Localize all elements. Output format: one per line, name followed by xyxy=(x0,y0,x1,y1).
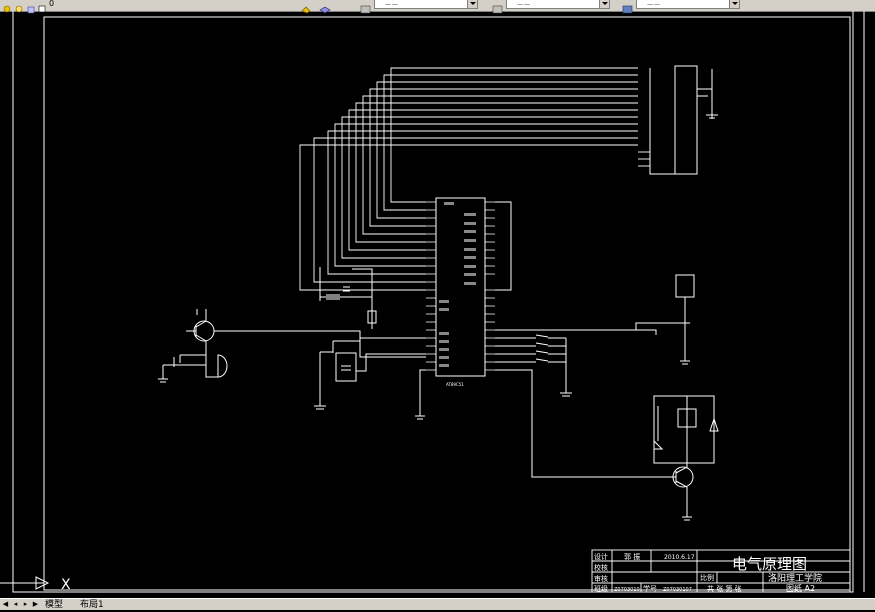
tab-model[interactable]: 模型 xyxy=(45,600,64,612)
sheet-info: 共 张 第 张 xyxy=(707,584,742,593)
color-control-icon[interactable] xyxy=(360,0,372,14)
lineweight-control-combo[interactable]: —— xyxy=(636,0,740,9)
microcontroller-chip[interactable] xyxy=(435,197,486,377)
designer-name: 郭 振 xyxy=(624,552,640,561)
drawing-title: 电气原理图 xyxy=(732,555,807,573)
right-transistor[interactable] xyxy=(640,463,694,521)
color-square-icon[interactable] xyxy=(38,0,46,13)
class-number: Z0703010 xyxy=(614,587,640,593)
next-tab-icon[interactable]: ▸ xyxy=(23,600,28,608)
ucs-icon xyxy=(0,576,50,590)
title-block xyxy=(591,549,851,593)
relay-circuit[interactable] xyxy=(653,395,719,464)
ucs-axis-label: X xyxy=(61,577,71,593)
inner-frame xyxy=(43,16,851,591)
left-transistor[interactable] xyxy=(186,309,426,358)
first-tab-icon[interactable]: ◀ xyxy=(2,600,9,608)
color-control-combo[interactable]: —— xyxy=(374,0,478,9)
design-date: 2010.6.17 xyxy=(664,554,695,561)
ic-ground xyxy=(415,369,426,420)
ic-left-pins xyxy=(426,201,436,371)
lcd-connector[interactable] xyxy=(649,65,718,175)
data-bus-wires xyxy=(299,67,650,291)
switch-circuit[interactable] xyxy=(314,337,426,410)
ic-right-pins xyxy=(485,201,495,371)
linetype-control-combo[interactable]: —— xyxy=(506,0,610,9)
layer-manager-icon[interactable] xyxy=(318,0,332,14)
school-name: 洛阳理工学院 xyxy=(768,572,822,584)
layer-state-icon[interactable] xyxy=(2,0,12,13)
title-block-row-2: 校核 xyxy=(594,563,608,572)
lineweight-control-icon[interactable] xyxy=(622,0,634,14)
key-switches[interactable] xyxy=(495,334,572,397)
title-block-row-4: 班级 xyxy=(594,584,608,593)
toolbar: 0 —— —— —— xyxy=(0,0,875,14)
scale-label: 比例 xyxy=(700,573,714,582)
student-number: Z07030107 xyxy=(663,587,692,593)
layer-name: 0 xyxy=(49,0,55,8)
chevron-down-icon[interactable] xyxy=(467,0,477,8)
chevron-down-icon[interactable] xyxy=(729,0,739,8)
crystal-circuit[interactable] xyxy=(319,267,377,329)
outer-frame xyxy=(12,11,854,593)
linetype-control-icon[interactable] xyxy=(492,0,504,14)
drawing-size: 图纸 A2 xyxy=(786,583,815,593)
last-tab-icon[interactable]: ▶ xyxy=(32,600,39,608)
chevron-down-icon[interactable] xyxy=(599,0,609,8)
tab-layout-1[interactable]: 布局1 xyxy=(80,600,104,610)
prev-tab-icon[interactable]: ◂ xyxy=(13,600,18,608)
chip-label: AT89C51 xyxy=(446,382,464,387)
student-no-label: 学号 xyxy=(643,584,657,593)
vcc-wire xyxy=(495,201,512,291)
buzzer[interactable] xyxy=(158,354,228,383)
layout-tab-bar: ◀ ◂ ▸ ▶ 模型 布局1 xyxy=(0,598,875,612)
title-block-row-3: 审核 xyxy=(594,574,608,583)
title-block-row-1: 设计 xyxy=(594,552,608,561)
sensor-module[interactable] xyxy=(495,274,695,365)
layer-previous-icon[interactable] xyxy=(300,0,314,14)
freeze-icon[interactable] xyxy=(14,0,24,13)
relay-control-wire xyxy=(495,369,640,478)
drawing-canvas[interactable]: X AT89C51 设计 校核 审核 班级 郭 振 2010.6.17 电气原理… xyxy=(0,11,875,598)
ic-labels xyxy=(439,202,476,367)
lock-icon[interactable] xyxy=(26,0,36,14)
